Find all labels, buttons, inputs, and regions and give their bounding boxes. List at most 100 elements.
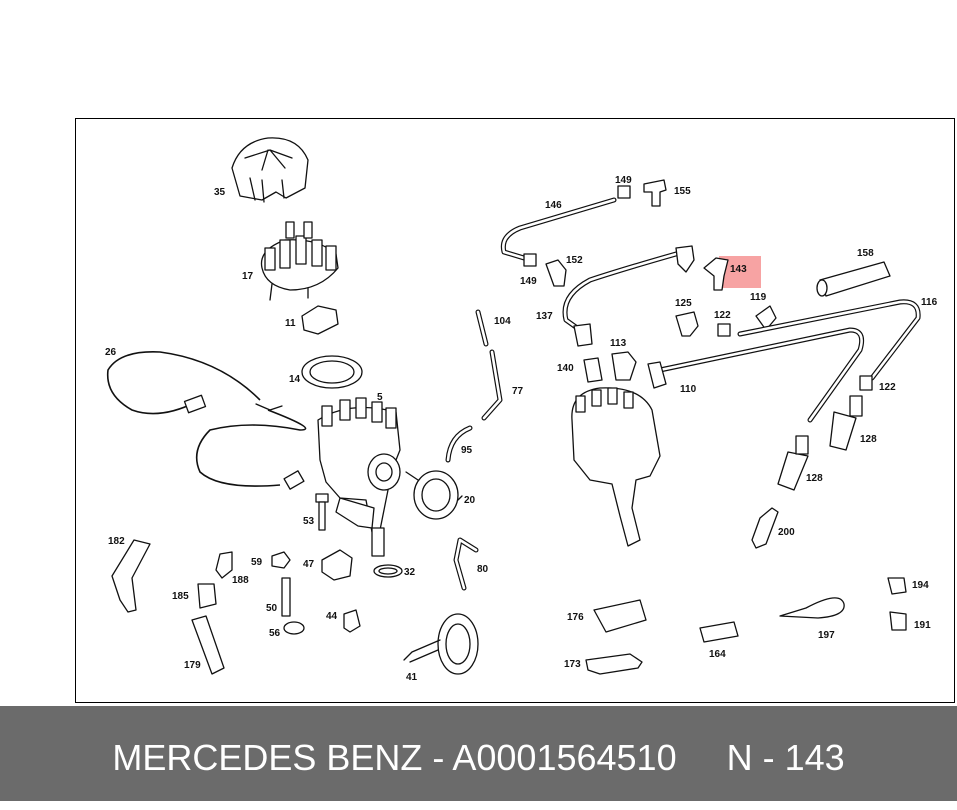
part-56-washer: [283, 621, 305, 635]
part-77-hose: [475, 309, 503, 421]
label-119: 119: [750, 292, 767, 303]
part-41-pulley: [403, 613, 479, 675]
part-number-caption: MERCEDES BENZ - A0001564510 N - 143: [112, 737, 845, 778]
part-164-connector: [699, 621, 739, 643]
label-149-b: 149: [520, 276, 537, 287]
part-140-fitting: [583, 357, 603, 383]
part-143-connector: [703, 257, 729, 291]
part-200-sensor: [751, 507, 779, 549]
label-122-b: 122: [879, 382, 896, 393]
part-188-sleeve: [215, 551, 233, 579]
part-110-vacuum-line: [657, 327, 865, 423]
label-125: 125: [675, 298, 692, 309]
label-194: 194: [912, 580, 929, 591]
part-185-clip: [197, 583, 217, 609]
part-191-clip: [889, 611, 907, 631]
part-20-vacuum-unit: [405, 470, 463, 520]
label-188: 188: [232, 575, 249, 586]
part-137-vacuum-line: [562, 245, 695, 347]
part-110-end: [647, 361, 667, 389]
part-149-fitting-b: [523, 253, 537, 267]
part-17-ignition-cap: [260, 221, 339, 301]
part-50-stud: [281, 577, 291, 617]
label-50: 50: [266, 603, 278, 614]
label-143: 143: [730, 264, 747, 275]
label-80: 80: [477, 564, 489, 575]
label-110: 110: [680, 384, 697, 395]
label-53: 53: [303, 516, 315, 527]
part-122-fitting-a: [717, 323, 731, 337]
part-119-clip: [755, 305, 777, 331]
part-182-bracket: [111, 539, 151, 613]
label-140: 140: [557, 363, 574, 374]
label-176: 176: [567, 612, 584, 623]
diagram-frame: [75, 118, 955, 703]
part-173-bracket: [585, 653, 643, 675]
label-44: 44: [326, 611, 338, 622]
label-179: 179: [184, 660, 201, 671]
part-59-nut: [271, 551, 291, 569]
label-164: 164: [709, 649, 726, 660]
part-44-cap: [343, 609, 361, 633]
part-53-bolt: [315, 493, 329, 531]
label-128-b: 128: [806, 473, 823, 484]
part-14-seal-ring: [301, 355, 363, 389]
part-128-sensor-b: [777, 435, 809, 491]
label-197: 197: [818, 630, 835, 641]
part-194-clip: [887, 577, 907, 595]
label-182: 182: [108, 536, 125, 547]
part-146-vacuum-line: [500, 197, 617, 261]
label-185: 185: [172, 591, 189, 602]
label-116: 116: [921, 297, 938, 308]
label-152: 152: [566, 255, 583, 266]
label-137: 137: [536, 311, 553, 322]
label-200: 200: [778, 527, 795, 538]
label-26: 26: [105, 347, 117, 358]
part-176-shield: [593, 599, 647, 633]
label-191: 191: [914, 620, 931, 631]
footer-bar: MERCEDES BENZ - A0001564510 N - 143: [0, 706, 957, 801]
part-95-hose: [445, 425, 473, 463]
label-41: 41: [406, 672, 418, 683]
label-149-a: 149: [615, 175, 632, 186]
label-59: 59: [251, 557, 263, 568]
part-26-ignition-lead: [106, 351, 307, 490]
part-35-distributor-cap: [231, 137, 309, 203]
part-distributor-assembly: [571, 387, 661, 547]
label-20: 20: [464, 495, 476, 506]
label-158: 158: [857, 248, 874, 259]
part-80-hose: [453, 537, 479, 591]
part-197-cable-strap: [779, 597, 845, 619]
label-35: 35: [214, 187, 226, 198]
label-17: 17: [242, 271, 254, 282]
part-155-fitting: [643, 179, 667, 207]
part-152-fitting: [545, 259, 567, 287]
part-158-sleeve: [816, 261, 891, 297]
label-155: 155: [674, 186, 691, 197]
label-5: 5: [377, 392, 383, 403]
part-47-clamp: [321, 549, 353, 581]
part-113-fitting: [611, 351, 637, 381]
label-173: 173: [564, 659, 581, 670]
part-128-sensor-a: [829, 395, 863, 451]
part-122-fitting-b: [859, 375, 873, 391]
label-104: 104: [494, 316, 511, 327]
parts-diagram: 35 17 11 14 26 5 53 20 95 77 104 146 149…: [105, 137, 938, 683]
part-116-vacuum-line: [737, 299, 921, 381]
label-11: 11: [285, 318, 296, 329]
part-179-bracket: [191, 615, 225, 675]
part-5-distributor: [317, 397, 401, 557]
label-32: 32: [404, 567, 416, 578]
label-56: 56: [269, 628, 281, 639]
label-113: 113: [610, 338, 627, 349]
label-95: 95: [461, 445, 473, 456]
label-128-a: 128: [860, 434, 877, 445]
part-32-o-ring: [373, 564, 403, 578]
label-122-a: 122: [714, 310, 731, 321]
label-47: 47: [303, 559, 315, 570]
part-149-fitting-a: [617, 185, 631, 199]
part-125-fitting: [675, 311, 699, 337]
label-146: 146: [545, 200, 562, 211]
label-77: 77: [512, 386, 524, 397]
part-11-rotor: [301, 305, 339, 335]
